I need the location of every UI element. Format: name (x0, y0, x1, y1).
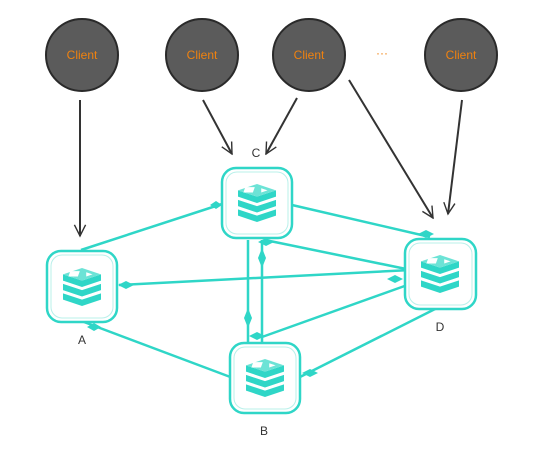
diamond-connector (249, 332, 265, 340)
link-a-c (80, 202, 223, 252)
diamond-connector (302, 369, 318, 377)
diamond-connector (210, 201, 222, 209)
client-2[interactable]: Client (165, 18, 239, 92)
arrow-client3-d (348, 79, 434, 218)
arrow-client2-c (202, 99, 233, 154)
node-label-c: C (252, 146, 261, 160)
link-diamonds (87, 201, 434, 377)
node-label-d: D (436, 320, 445, 334)
node-c[interactable] (220, 166, 294, 240)
node-label-a: A (78, 333, 86, 347)
client-label: Client (67, 48, 98, 62)
node-a[interactable] (45, 249, 119, 324)
diamond-connector (258, 248, 266, 268)
diamond-connector (87, 323, 101, 331)
arrow-client4-d (448, 99, 463, 214)
node-d[interactable] (403, 237, 478, 311)
link-a-b (83, 320, 234, 380)
diamond-connector (244, 308, 252, 328)
redis-icon (246, 359, 284, 397)
client-label: Client (446, 48, 477, 62)
link-d-b (261, 281, 414, 339)
diamond-connector (258, 238, 274, 246)
link-a-d (118, 268, 412, 287)
diamond-connector (387, 275, 403, 283)
node-label-b: B (260, 424, 268, 438)
node-b[interactable] (228, 341, 302, 415)
diamond-connector (418, 230, 434, 238)
client-label: Client (187, 48, 218, 62)
link-c-a-b (264, 238, 412, 272)
client-label: Client (294, 48, 325, 62)
diamond-connector (118, 281, 134, 289)
client-3[interactable]: Client (272, 18, 346, 92)
link-c-d (291, 203, 431, 239)
client-1[interactable]: Client (45, 18, 119, 92)
redis-icon (421, 255, 459, 293)
arrow-client3-c (265, 97, 298, 154)
client-4[interactable]: Client (424, 18, 498, 92)
redis-icon (63, 268, 101, 306)
client-arrows (80, 79, 463, 236)
redis-icon (238, 184, 276, 222)
link-b-d (297, 303, 444, 380)
clients-ellipsis: ··· (376, 46, 388, 60)
